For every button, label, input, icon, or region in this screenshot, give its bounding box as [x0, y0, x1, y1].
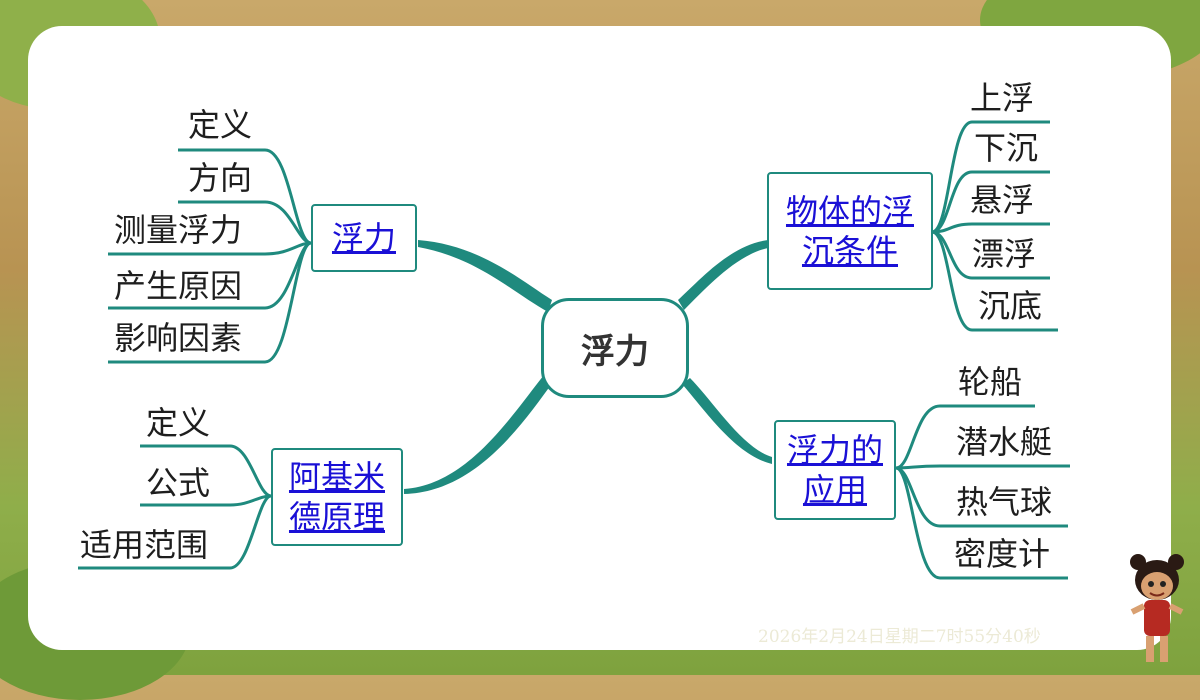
branch-application[interactable]: 浮力的 应用	[774, 420, 896, 520]
central-topic-label: 浮力	[581, 331, 649, 372]
leaf-item: 测量浮力	[114, 211, 243, 249]
central-topic: 浮力	[541, 298, 689, 398]
leaf-item: 悬浮	[970, 181, 1035, 219]
leaf-item: 密度计	[954, 535, 1051, 573]
leaf-item: 热气球	[956, 483, 1053, 521]
connector-lines	[78, 120, 1070, 580]
leaf-item: 沉底	[978, 287, 1043, 325]
branch-archimedes-line1: 阿基米	[288, 458, 385, 496]
branch-application-link[interactable]: 浮力的 应用	[787, 430, 883, 510]
branch-sink-float-line1: 物体的浮	[785, 192, 914, 230]
leaf-item: 定义	[146, 404, 211, 442]
leaf-item: 产生原因	[114, 267, 243, 305]
branch-sink-float-line2: 沉条件	[801, 232, 898, 270]
branch-sink-float[interactable]: 物体的浮 沉条件	[767, 172, 933, 290]
leaf-item: 影响因素	[114, 319, 243, 357]
branch-fuli-link[interactable]: 浮力	[331, 219, 396, 257]
branch-sink-float-link[interactable]: 物体的浮 沉条件	[786, 191, 914, 271]
leaf-item: 方向	[188, 159, 253, 197]
branch-application-line2: 应用	[802, 471, 867, 509]
branch-application-line1: 浮力的	[786, 431, 883, 469]
branch-archimedes-line2: 德原理	[288, 498, 385, 536]
leaf-item: 漂浮	[972, 235, 1037, 273]
leaf-item: 适用范围	[80, 526, 209, 564]
leaf-item: 潜水艇	[956, 423, 1053, 461]
leaf-item: 定义	[188, 106, 253, 144]
leaf-item: 轮船	[958, 363, 1023, 401]
branch-archimedes[interactable]: 阿基米 德原理	[271, 448, 403, 546]
timestamp: 2026年2月24日星期二7时55分40秒	[758, 627, 1041, 647]
leaf-item: 公式	[146, 464, 211, 502]
branch-archimedes-link[interactable]: 阿基米 德原理	[289, 457, 385, 537]
leaf-item: 下沉	[974, 129, 1039, 167]
leaf-item: 上浮	[970, 79, 1035, 117]
branch-fuli[interactable]: 浮力	[311, 204, 417, 272]
cartoon-character-icon	[1130, 554, 1184, 662]
